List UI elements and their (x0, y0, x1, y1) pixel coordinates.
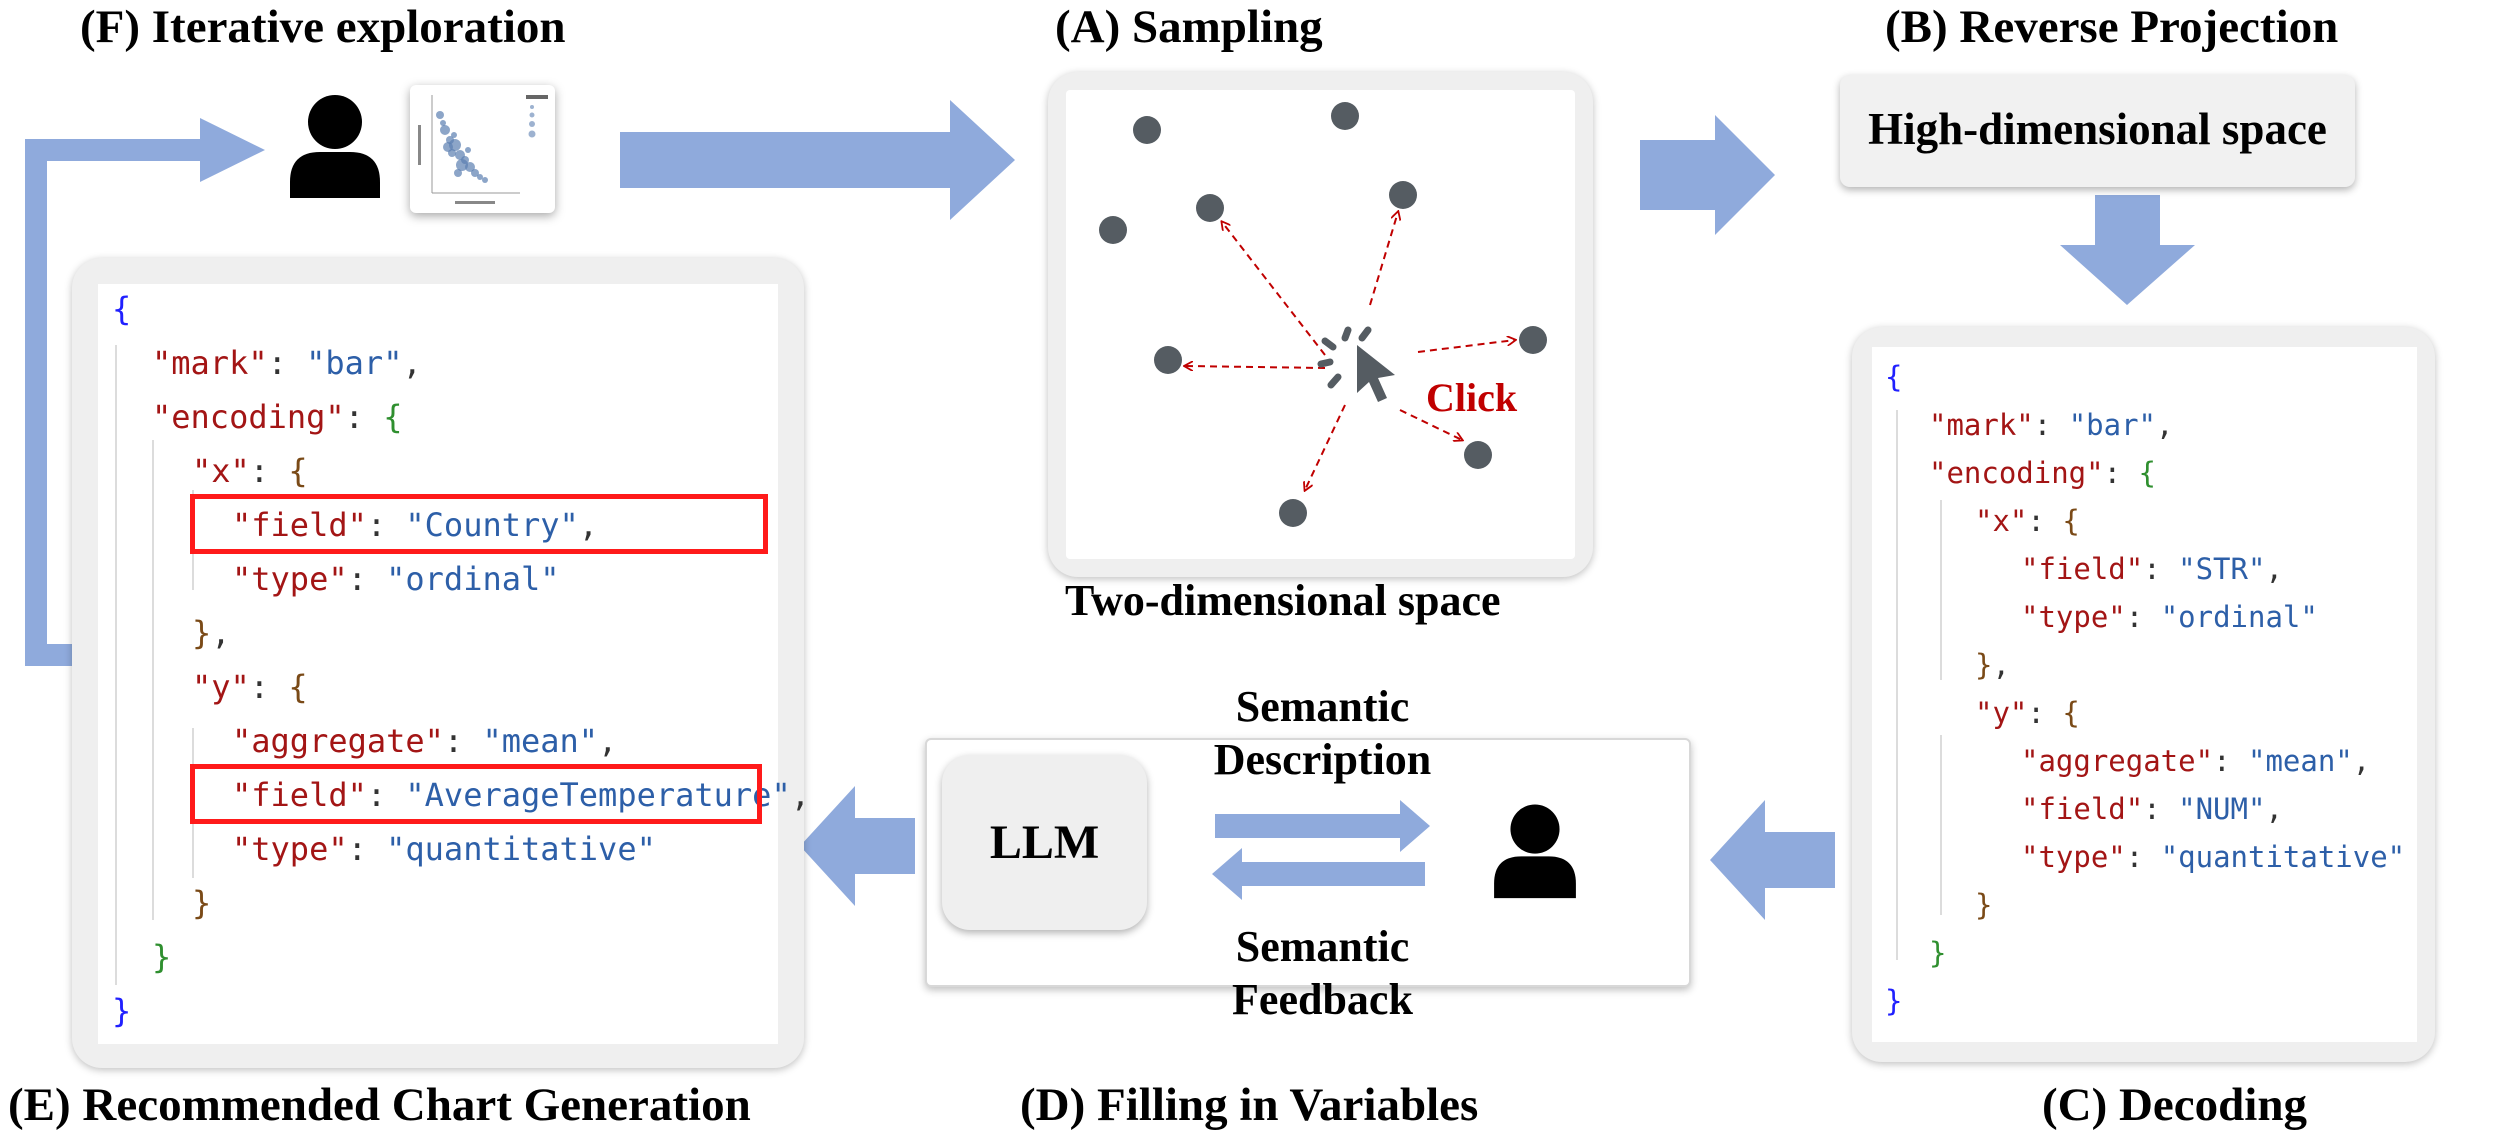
user-icon (290, 95, 380, 198)
title-reverse-projection: (B) Reverse Projection (1885, 1, 2339, 53)
sample-point (1519, 326, 1547, 354)
highlight-temperature-field (190, 764, 762, 824)
sample-points (1099, 102, 1547, 527)
arrow-d-to-e (800, 786, 915, 906)
high-dimensional-space-label: High-dimensional space (1868, 104, 2327, 154)
user-icon (1494, 804, 1576, 899)
sample-point (1464, 441, 1492, 469)
sample-point (1133, 116, 1161, 144)
two-dimensional-space-canvas[interactable] (1066, 90, 1575, 559)
recommended-spec-code: { "mark": "bar", "encoding": { "x": { "f… (112, 290, 810, 1030)
title-decoding: (C) Decoding (2042, 1079, 2307, 1131)
title-sampling: (A) Sampling (1055, 1, 1323, 53)
title-iterative-exploration: (F) Iterative exploration (80, 1, 566, 53)
sampling-panel (1048, 72, 1593, 577)
high-dimensional-space-box: High-dimensional space (1840, 75, 2355, 187)
sample-point (1331, 102, 1359, 130)
semantic-description-label: Semantic Description (1213, 682, 1432, 784)
llm-box: LLM (942, 755, 1147, 930)
semantic-feedback-arrow (1212, 848, 1425, 900)
arrow-b-to-c (2060, 195, 2195, 305)
loop-arrow-head (200, 118, 265, 182)
title-filling-variables: (D) Filling in Variables (1020, 1079, 1479, 1131)
recommended-chart-panel (72, 258, 804, 1068)
sample-point (1099, 216, 1127, 244)
scatter-thumbnail (410, 85, 555, 213)
click-label: Click (1426, 375, 1518, 420)
two-dimensional-space-caption: Two-dimensional space (1065, 576, 1501, 625)
decoding-code-area (1872, 347, 2417, 1042)
arrow-a-to-b (1640, 115, 1775, 235)
title-recommended-chart: (E) Recommended Chart Generation (8, 1079, 751, 1131)
sample-point (1196, 194, 1224, 222)
semantic-feedback-label: Semantic Feedback (1232, 922, 1413, 1024)
loop-line (25, 139, 200, 666)
recommended-spec-code-area (98, 284, 778, 1044)
decoding-panel (1852, 327, 2435, 1062)
click-burst-icon (1317, 326, 1372, 389)
cursor-icon (1357, 345, 1395, 402)
semantic-description-arrow (1215, 800, 1430, 852)
scatter-thumbnail-plot (418, 95, 548, 204)
sample-point (1154, 346, 1182, 374)
arrow-f-to-a (620, 100, 1015, 220)
highlight-country-field (190, 494, 768, 554)
sample-point (1279, 499, 1307, 527)
llm-label: LLM (989, 816, 1100, 869)
decoding-spec-code: { "mark": "bar", "encoding": { "x": { "f… (1885, 360, 2406, 1018)
exploration-arrows (1185, 212, 1515, 490)
arrow-c-to-d (1710, 800, 1835, 920)
sample-point (1389, 181, 1417, 209)
